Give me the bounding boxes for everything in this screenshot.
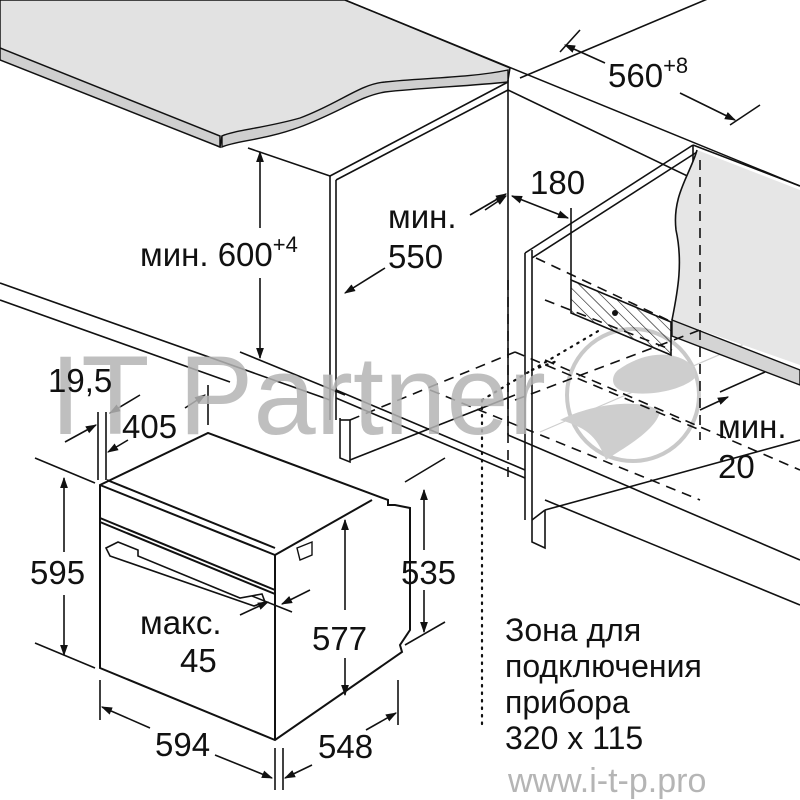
dim-oven-width: 594: [155, 726, 211, 763]
dim-tolerance: +8: [663, 53, 689, 78]
oven: [99, 431, 411, 742]
dim-top-depth: 405: [122, 408, 178, 445]
connection-zone: [570, 278, 672, 357]
dim-body-height: 535: [401, 554, 457, 591]
connection-zone-note: Зона для подключения прибора 320 x 115: [505, 612, 702, 756]
dim-min-depth-prefix: мин.: [388, 198, 457, 235]
dim-prefix: мин.: [140, 236, 209, 273]
dim-tolerance: +4: [272, 232, 298, 257]
dim-connection-offset: 180: [530, 164, 586, 201]
dim-handle-prefix: макс.: [140, 604, 222, 641]
dimension-lines: [34, 29, 766, 790]
dim-handle-value: 45: [180, 642, 217, 679]
note-line-3: прибора: [505, 684, 630, 720]
watermark-url: www.i-t-p.pro: [508, 762, 707, 800]
dim-rear-gap-value: 20: [718, 448, 755, 485]
note-line-1: Зона для: [505, 612, 642, 648]
countertop: [0, 0, 800, 187]
dim-value: 560: [608, 57, 664, 94]
dim-min-depth-value: 550: [388, 238, 444, 275]
dim-niche-height: мин. 600+4: [140, 232, 298, 273]
cabinet-frame: [0, 0, 800, 606]
dim-value: 600: [217, 236, 273, 273]
dim-cabinet-depth: 560+8: [608, 53, 689, 94]
dim-oven-height: 595: [30, 554, 86, 591]
note-line-4: 320 x 115: [505, 720, 644, 756]
dim-oven-depth: 548: [318, 728, 374, 765]
dim-inner-height: 577: [312, 620, 368, 657]
note-line-2: подключения: [505, 648, 702, 684]
dim-rear-gap-prefix: мин.: [718, 408, 787, 445]
watermark-brand: IT Partner: [50, 333, 546, 458]
dim-door-offset: 19,5: [48, 362, 113, 399]
